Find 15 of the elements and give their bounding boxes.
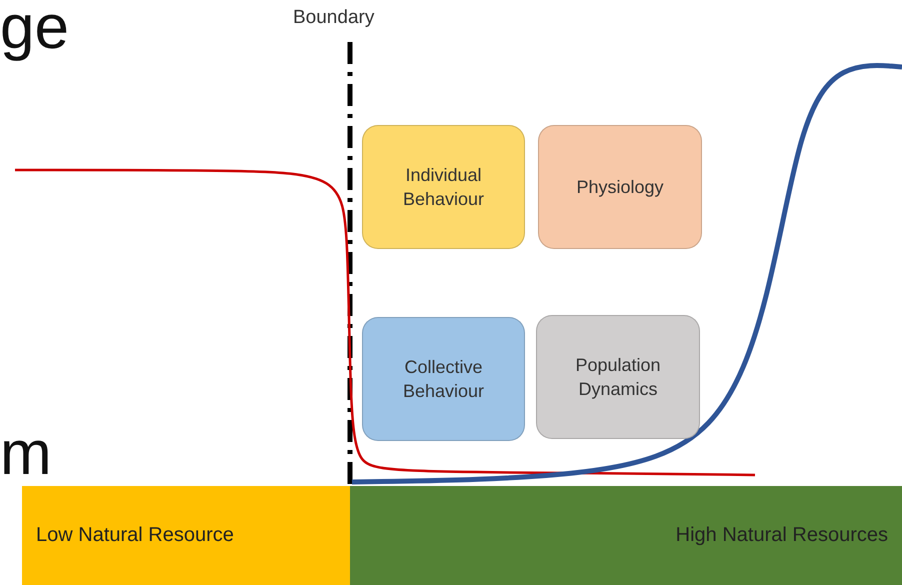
- band-label: Low Natural Resource: [36, 523, 234, 548]
- card-label: Individual Behaviour: [402, 164, 486, 211]
- partial-heading-text: ge: [0, 0, 69, 63]
- topic-card: [362, 125, 525, 249]
- topic-card: [536, 315, 700, 439]
- card-label: Population Dynamics: [574, 354, 662, 401]
- partial-heading-text: m: [0, 418, 52, 489]
- boundary-label: Boundary: [293, 7, 374, 29]
- resource-band: [22, 486, 350, 585]
- card-label: Physiology: [576, 176, 664, 199]
- topic-card: [362, 317, 525, 441]
- resource-band: [350, 486, 902, 585]
- band-label: High Natural Resources: [676, 523, 888, 548]
- topic-card: [538, 125, 702, 249]
- card-label: Collective Behaviour: [402, 356, 486, 403]
